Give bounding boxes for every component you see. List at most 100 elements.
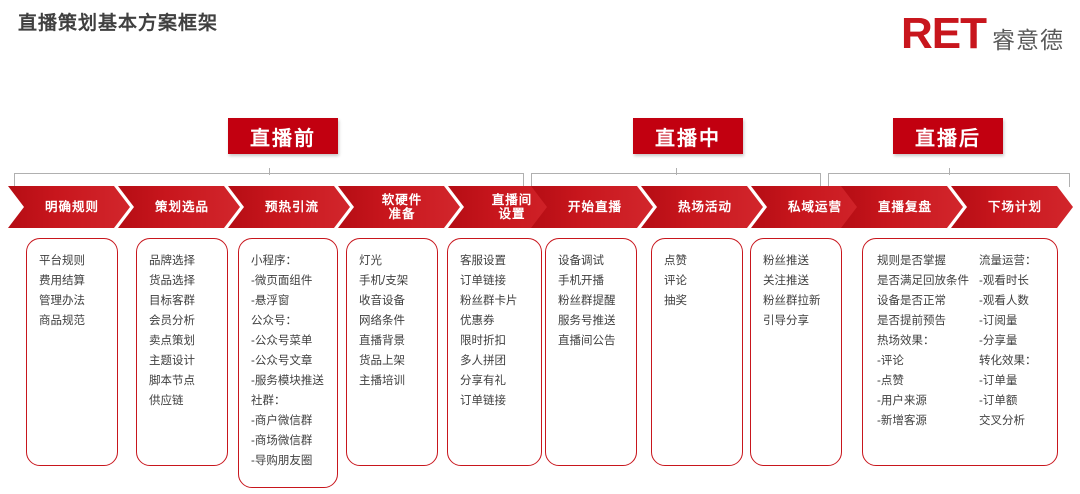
list-item: 品牌选择 — [149, 255, 195, 267]
list-item: -商户微信群 — [251, 415, 313, 427]
list-item: 规则是否掌握 — [877, 255, 946, 267]
list-item: 评论 — [664, 275, 687, 287]
list-item: 是否提前预告 — [877, 315, 946, 327]
list-item: -服务模块推送 — [251, 375, 324, 387]
list-item: 粉丝群卡片 — [460, 295, 518, 307]
brand-logo-secondary: 睿意德 — [992, 27, 1064, 53]
content-list: 点赞评论抽奖 — [652, 251, 742, 311]
list-item: 引导分享 — [763, 315, 809, 327]
list-item: -新增客源 — [877, 415, 927, 427]
box-mingque-guize: 平台规则费用结算管理办法商品规范 — [26, 238, 118, 466]
list-item: 网络条件 — [359, 315, 405, 327]
flow-step-9[interactable]: 下场计划 — [951, 186, 1073, 228]
box-zhibojian-shezhi: 客服设置订单链接粉丝群卡片优惠券限时折扣多人拼团分享有礼订单链接 — [447, 238, 542, 466]
content-list: 灯光手机/支架收音设备网络条件直播背景货品上架主播培训 — [347, 251, 437, 391]
list-item: -订阅量 — [979, 315, 1018, 327]
list-item: 直播间公告 — [558, 335, 616, 347]
flow-step-label: 热场活动 — [677, 199, 732, 214]
phase-banner-post-live: 直播后 — [893, 118, 1003, 154]
flow-step-label: 直播间设置 — [491, 192, 533, 221]
flow-step-5[interactable]: 开始直播 — [531, 186, 653, 228]
flow-step-label: 策划选品 — [154, 199, 209, 214]
list-item: 设备调试 — [558, 255, 604, 267]
box-rechang-huodong: 点赞评论抽奖 — [651, 238, 743, 466]
list-item: 卖点策划 — [149, 335, 195, 347]
process-flow-row: 明确规则策划选品预热引流软硬件准备直播间设置开始直播热场活动私域运营直播复盘下场… — [0, 186, 1080, 228]
list-item: -分享量 — [979, 335, 1018, 347]
list-item: -微页面组件 — [251, 275, 313, 287]
list-item: 费用结算 — [39, 275, 85, 287]
flow-step-label: 直播复盘 — [877, 199, 932, 214]
list-item: 灯光 — [359, 255, 382, 267]
phase-bracket-post-live — [828, 168, 1070, 187]
list-item: -导购朋友圈 — [251, 455, 313, 467]
flow-step-6[interactable]: 热场活动 — [641, 186, 763, 228]
content-list: 平台规则费用结算管理办法商品规范 — [27, 251, 117, 331]
flow-step-3[interactable]: 软硬件准备 — [338, 186, 460, 228]
list-item: 脚本节点 — [149, 375, 195, 387]
brand-logo: RET 睿意德 — [901, 12, 1064, 56]
list-item: 粉丝群提醒 — [558, 295, 616, 307]
flow-step-1[interactable]: 策划选品 — [118, 186, 240, 228]
content-list: 小程序：-微页面组件-悬浮窗公众号：-公众号菜单-公众号文章-服务模块推送社群：… — [239, 251, 337, 471]
box-cehua-xuanpin: 品牌选择货品选择目标客群会员分析卖点策划主题设计脚本节点供应链 — [136, 238, 228, 466]
list-item: 点赞 — [664, 255, 687, 267]
flow-step-0[interactable]: 明确规则 — [8, 186, 130, 228]
bracket-tick-icon — [676, 168, 677, 175]
list-item: 平台规则 — [39, 255, 85, 267]
list-item: 分享有礼 — [460, 375, 506, 387]
list-item: 订单链接 — [460, 395, 506, 407]
list-item: 主题设计 — [149, 355, 195, 367]
list-item: -商场微信群 — [251, 435, 313, 447]
content-list: 品牌选择货品选择目标客群会员分析卖点策划主题设计脚本节点供应链 — [137, 251, 227, 411]
list-item: 货品选择 — [149, 275, 195, 287]
list-item: 是否满足回放条件 — [877, 275, 969, 287]
list-item: 手机/支架 — [359, 275, 409, 287]
list-item: -点赞 — [877, 375, 904, 387]
list-item: -评论 — [877, 355, 904, 367]
list-item: 限时折扣 — [460, 335, 506, 347]
list-item: 多人拼团 — [460, 355, 506, 367]
flow-step-8[interactable]: 直播复盘 — [841, 186, 963, 228]
content-list: 设备调试手机开播粉丝群提醒服务号推送直播间公告 — [546, 251, 636, 351]
list-item: 目标客群 — [149, 295, 195, 307]
content-list: 粉丝推送关注推送粉丝群拉新引导分享 — [751, 251, 841, 331]
flow-step-label: 下场计划 — [987, 199, 1042, 214]
list-item: 订单链接 — [460, 275, 506, 287]
summary-column-left: 规则是否掌握是否满足回放条件设备是否正常是否提前预告热场效果：-评论-点赞-用户… — [863, 251, 969, 431]
list-item: 交叉分析 — [979, 415, 1025, 427]
box-fupan-jihua: 规则是否掌握是否满足回放条件设备是否正常是否提前预告热场效果：-评论-点赞-用户… — [862, 238, 1058, 466]
flow-step-label: 预热引流 — [264, 199, 319, 214]
list-item: 主播培训 — [359, 375, 405, 387]
list-item: 抽奖 — [664, 295, 687, 307]
list-item: 社群： — [251, 395, 286, 407]
content-list: 客服设置订单链接粉丝群卡片优惠券限时折扣多人拼团分享有礼订单链接 — [448, 251, 541, 411]
list-item: 优惠券 — [460, 315, 495, 327]
flow-step-2[interactable]: 预热引流 — [228, 186, 350, 228]
phase-bracket-pre-live — [14, 168, 524, 187]
list-item: 公众号： — [251, 315, 297, 327]
list-item: 服务号推送 — [558, 315, 616, 327]
bracket-tick-icon — [269, 168, 270, 175]
flow-step-label: 软硬件准备 — [381, 192, 423, 221]
box-yure-yinliu: 小程序：-微页面组件-悬浮窗公众号：-公众号菜单-公众号文章-服务模块推送社群：… — [238, 238, 338, 488]
list-item: 粉丝推送 — [763, 255, 809, 267]
list-item: -公众号菜单 — [251, 335, 313, 347]
flow-step-label: 开始直播 — [567, 199, 622, 214]
list-item: -订单额 — [979, 395, 1018, 407]
list-item: 小程序： — [251, 255, 297, 267]
bracket-tick-icon — [949, 168, 950, 175]
list-item: 粉丝群拉新 — [763, 295, 821, 307]
list-item: -观看人数 — [979, 295, 1029, 307]
list-item: 收音设备 — [359, 295, 405, 307]
list-item: 会员分析 — [149, 315, 195, 327]
box-kaishi-zhibo: 设备调试手机开播粉丝群提醒服务号推送直播间公告 — [545, 238, 637, 466]
box-siyu-yunying: 粉丝推送关注推送粉丝群拉新引导分享 — [750, 238, 842, 466]
list-item: 直播背景 — [359, 335, 405, 347]
phase-banner-pre-live: 直播前 — [228, 118, 338, 154]
list-item: 关注推送 — [763, 275, 809, 287]
list-item: -公众号文章 — [251, 355, 313, 367]
list-item: 管理办法 — [39, 295, 85, 307]
brand-logo-primary: RET — [901, 9, 987, 58]
box-ruanyingjian-zhunbei: 灯光手机/支架收音设备网络条件直播背景货品上架主播培训 — [346, 238, 438, 466]
